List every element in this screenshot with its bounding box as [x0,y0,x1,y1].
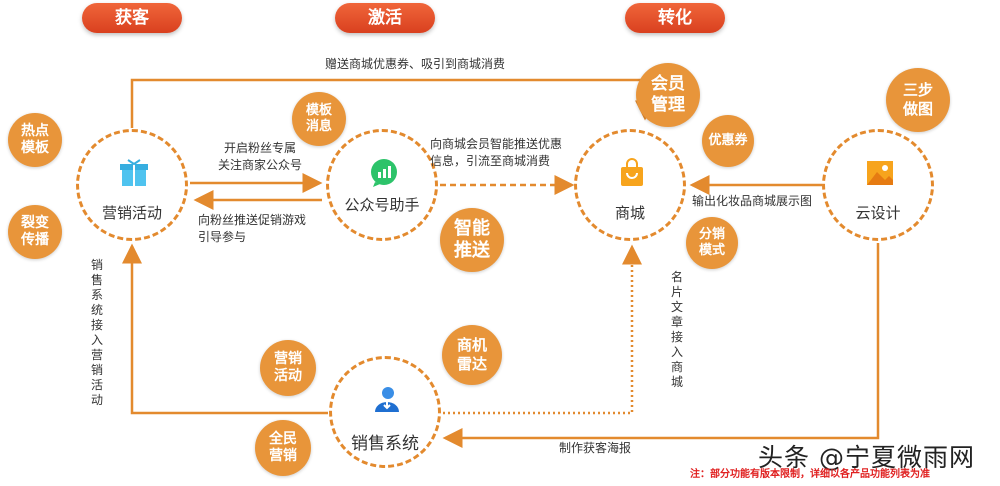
edge-label-cloud-to-sales: 制作获客海报 [558,441,631,455]
chat-icon [371,159,397,187]
edge-label-cloud-to-mall: 输出化妆品商城展示图 [692,194,813,208]
node-wechat[interactable]: 公众号助手 [326,129,438,241]
bubble-hot-template: 热点模板 [8,113,62,167]
edge-label-w-to-m: 向粉丝推送促销游戏 引导参与 [198,213,307,244]
header-activate: 激活 [335,3,435,33]
node-label: 营销活动 [101,204,162,222]
bubble-all-people: 全民营销 [255,420,311,476]
bubble-member: 会员管理 [636,63,700,127]
node-cloud-design[interactable]: 云设计 [822,129,934,241]
edge-label-w-to-mall: 向商城会员智能推送优惠 信息，引流至商城消费 [430,137,563,168]
node-label: 商城 [614,204,645,222]
node-label: 公众号助手 [344,196,420,214]
node-label: 销售系统 [351,434,419,454]
edge-label-sales-to-mall: 名片文章接入商城 [670,270,683,389]
bubble-distribution: 分销模式 [686,217,738,269]
bubble-three-step: 三步做图 [886,68,950,132]
edge-label-top: 赠送商城优惠券、吸引到商城消费 [324,57,505,71]
header-acquire: 获客 [82,3,182,33]
bubble-template-msg: 模板消息 [292,92,346,146]
gift-icon [120,159,148,186]
bubble-radar: 商机雷达 [442,325,502,385]
node-sales[interactable]: 销售系统 [329,356,441,468]
bubble-smart-push: 智能推送 [440,208,504,272]
bubble-fission: 裂变传播 [8,205,62,259]
footnote: 注：部分功能有版本限制，详细以各产品功能列表为准 [690,469,930,480]
header-convert: 转化 [625,3,725,33]
image-icon [867,161,893,185]
shopping-bag-icon [621,158,643,186]
watermark: 头条 @宁夏微雨网 [758,443,975,472]
bubble-coupon: 优惠券 [702,115,754,167]
bubble-sales-marketing: 营销活动 [260,340,316,396]
node-label: 云设计 [855,204,901,222]
node-mall[interactable]: 商城 [574,129,686,241]
edge-label-sales-to-marketing: 销售系统接入营销活动 [90,258,103,407]
edge-label-m-to-w: 开启粉丝专属 关注商家公众号 [217,141,302,172]
node-marketing[interactable]: 营销活动 [76,129,188,241]
user-download-icon [375,387,399,412]
